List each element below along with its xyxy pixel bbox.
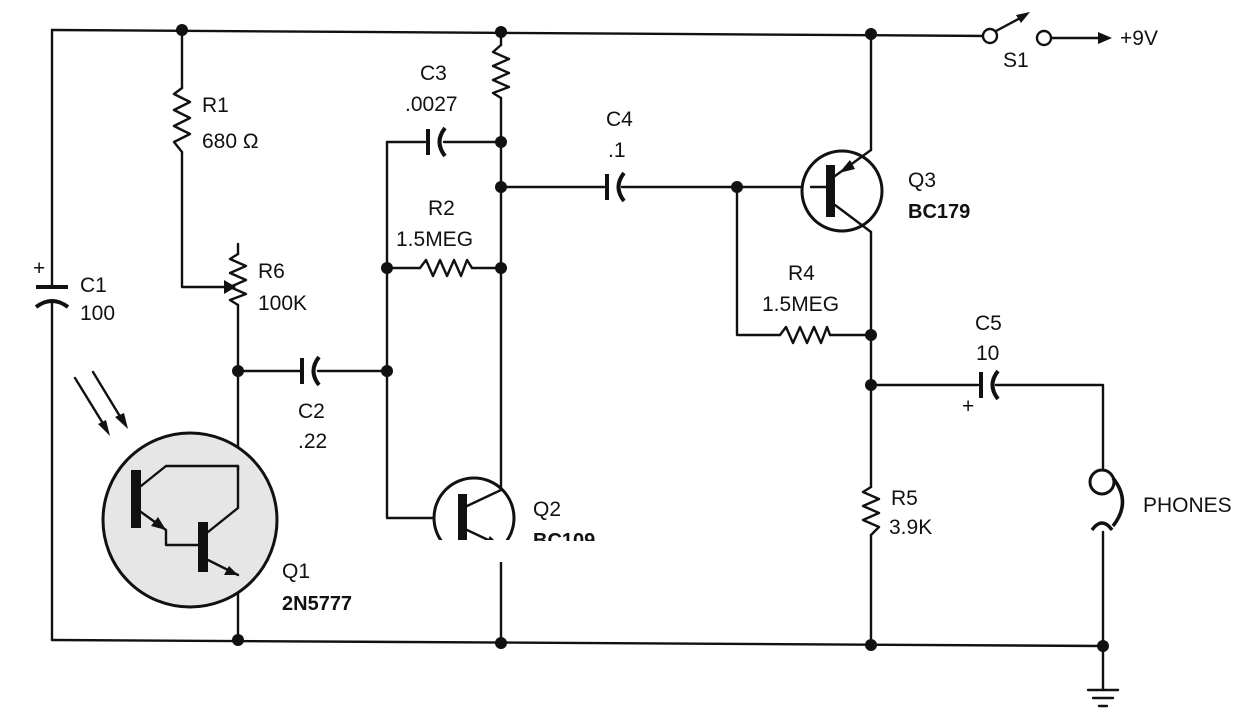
c3-ref: C3 [420, 62, 447, 85]
c4-value: .1 [608, 139, 626, 162]
c2-value: .22 [298, 430, 327, 453]
q1-ref: Q1 [282, 560, 310, 583]
r1-value: 680 Ω [202, 130, 259, 153]
r6-value: 100K [258, 292, 307, 315]
resistor-r4 [778, 325, 832, 345]
q1-part: 2N5777 [282, 593, 352, 615]
labels: +9V S1 R1 680 Ω C3 .0027 C4 .1 Q3 BC179 … [80, 27, 1232, 615]
r6-ref: R6 [258, 260, 285, 283]
ground-symbol [1086, 688, 1120, 708]
phones-jack [1088, 468, 1125, 532]
potentiometer-r6 [220, 252, 248, 307]
resistor-r2 [418, 258, 474, 278]
capacitor-c3 [426, 126, 447, 158]
r5-value: 3.9K [889, 516, 932, 539]
r4-value: 1.5MEG [762, 293, 839, 316]
r1-ref: R1 [202, 94, 229, 117]
transistor-q1 [73, 370, 279, 609]
c1-ref: C1 [80, 274, 107, 297]
s1-ref: S1 [1003, 49, 1029, 72]
capacitor-c5: + [962, 369, 1000, 418]
c1-value: 100 [80, 302, 115, 325]
label-clip-mask-r5 [880, 536, 960, 558]
capacitor-c2 [300, 355, 321, 387]
c4-ref: C4 [606, 108, 633, 131]
q3-ref: Q3 [908, 169, 936, 192]
c3-value: .0027 [405, 93, 458, 116]
r5-ref: R5 [891, 487, 918, 510]
c5-value: 10 [976, 342, 999, 365]
supply-label: +9V [1120, 27, 1158, 50]
c5-polarity: + [962, 395, 974, 418]
resistor-r1 [172, 86, 192, 154]
transistor-q3 [800, 148, 884, 234]
c1-polarity: + [33, 257, 45, 280]
q2-ref: Q2 [533, 498, 561, 521]
c5-ref: C5 [975, 312, 1002, 335]
c2-ref: C2 [298, 400, 325, 423]
capacitor-c4 [605, 171, 626, 203]
phones-label: PHONES [1143, 494, 1232, 517]
r2-ref: R2 [428, 197, 455, 220]
label-clip-mask-q2 [520, 541, 630, 563]
switch-s1 [981, 12, 1112, 47]
r4-ref: R4 [788, 262, 815, 285]
resistor-r5 [861, 485, 881, 537]
resistor-unlabeled-collector [491, 43, 511, 100]
r2-value: 1.5MEG [396, 228, 473, 251]
junction-dots [176, 24, 1109, 652]
q3-part: BC179 [908, 201, 970, 223]
transistor-q2 [430, 476, 520, 562]
capacitor-c1: + [33, 257, 70, 309]
